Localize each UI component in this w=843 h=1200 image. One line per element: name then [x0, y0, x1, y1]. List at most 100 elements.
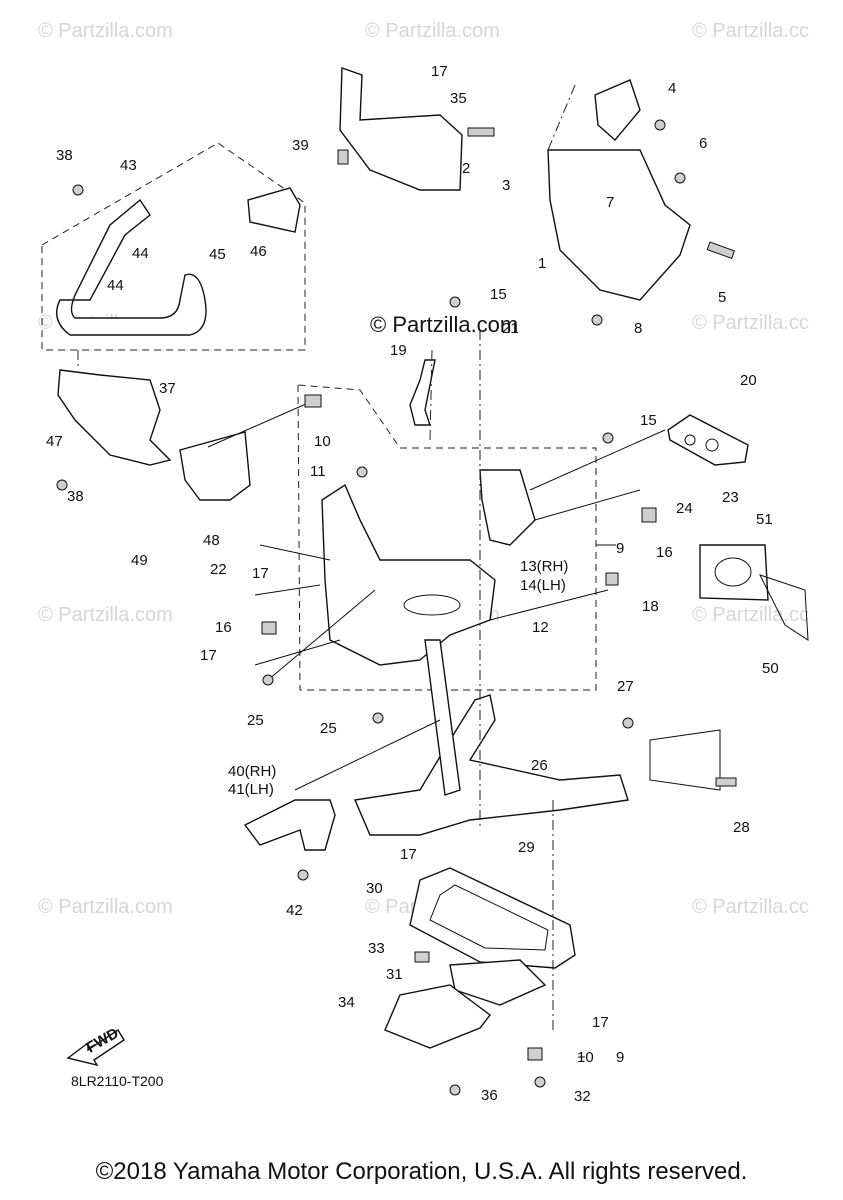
callout-41: 41(LH)	[228, 781, 274, 798]
bolt-38-bottom	[56, 479, 68, 491]
bracket-40-41	[243, 799, 336, 851]
callout-36: 36	[481, 1087, 498, 1104]
callout-13: 13(RH)	[520, 558, 568, 575]
fwd-arrow-icon: FWD	[66, 1025, 125, 1067]
plate-34	[384, 984, 491, 1049]
callout-48: 48	[203, 532, 220, 549]
callout-14: 14(LH)	[520, 577, 566, 594]
watermark: © Partzilla.com	[38, 896, 173, 918]
leader	[254, 639, 341, 666]
callout-34: 34	[338, 994, 355, 1011]
watermark: © Partzilla.cc	[692, 896, 809, 918]
callout-15-right: 15	[640, 412, 657, 429]
callout-32: 32	[574, 1088, 591, 1105]
skid-plate-30-inner	[429, 884, 549, 951]
bracket-top-right	[594, 79, 641, 142]
watermark: © Partzilla.cc	[692, 604, 809, 626]
callout-17-lower: 17	[400, 846, 417, 863]
bolt-32	[534, 1076, 546, 1088]
callout-37: 37	[159, 380, 176, 397]
callout-2: 2	[462, 160, 470, 177]
callout-20: 20	[740, 372, 757, 389]
center-oval	[403, 594, 461, 616]
bracket-47	[57, 369, 172, 466]
copyright-notice: ©2018 Yamaha Motor Corporation, U.S.A. A…	[95, 1158, 748, 1185]
clip-16-right	[641, 507, 657, 523]
callout-23: 23	[722, 489, 739, 506]
watermark: © Partzilla.cc	[692, 20, 809, 42]
callout-44-left: 44	[107, 277, 124, 294]
callout-45: 45	[209, 246, 226, 263]
callout-5: 5	[718, 289, 726, 306]
upper-cover	[339, 67, 463, 191]
frame-26-upright	[424, 639, 461, 796]
bolt-39	[337, 149, 349, 165]
leader	[267, 589, 376, 681]
leader	[294, 719, 441, 791]
watermark: © Partzilla.com	[365, 20, 500, 42]
callout-1: 1	[538, 255, 546, 272]
callout-6: 6	[699, 135, 707, 152]
callout-12: 12	[532, 619, 549, 636]
center-panel	[321, 483, 496, 666]
callout-26: 26	[531, 757, 548, 774]
diagram-code: 8LR2110-T200	[71, 1073, 164, 1089]
callout-42: 42	[286, 902, 303, 919]
clip-18	[605, 572, 619, 586]
bolt-38-top	[72, 184, 84, 196]
watermark: © Partzilla.cc	[692, 312, 809, 334]
leader	[254, 584, 321, 596]
assembly-box-43	[41, 142, 306, 351]
plate-23-hole	[705, 438, 719, 452]
leader	[529, 429, 666, 491]
bracket-46	[247, 187, 301, 233]
callout-24: 24	[676, 500, 693, 517]
nut-4	[654, 119, 666, 131]
callout-38-top: 38	[56, 147, 73, 164]
callout-38-bottom: 38	[67, 488, 84, 505]
bracket-13-14	[479, 469, 536, 546]
guard-bar	[56, 198, 207, 336]
callout-40: 40(RH)	[228, 763, 276, 780]
callout-10: 10	[314, 433, 331, 450]
clip-33	[414, 951, 430, 963]
callout-17-mid: 17	[252, 565, 269, 582]
leader	[489, 589, 609, 621]
callout-11: 11	[310, 463, 326, 480]
edge-frame-right-2	[759, 574, 809, 641]
leader	[429, 349, 433, 441]
callout-30: 30	[366, 880, 383, 897]
bracket-48	[179, 431, 251, 501]
bolt-25-bottom	[372, 712, 384, 724]
callout-43: 43	[120, 157, 137, 174]
frame-1	[547, 149, 691, 301]
bolt-25-left	[262, 674, 274, 686]
callout-21: 21	[502, 320, 519, 337]
clip-16-left	[261, 621, 277, 635]
callout-9: 9	[616, 540, 624, 557]
nut-6	[674, 172, 686, 184]
bolt-36	[449, 1084, 461, 1096]
callout-27: 27	[617, 678, 634, 695]
center-watermark: © Partzilla.com	[370, 312, 519, 337]
callout-22: 22	[210, 561, 227, 578]
callout-7: 7	[606, 194, 614, 211]
clip-10	[304, 394, 322, 408]
callout-17-top: 17	[431, 63, 448, 80]
leader	[534, 489, 641, 521]
callout-39: 39	[292, 137, 309, 154]
callout-28: 28	[733, 819, 750, 836]
bolt-11	[356, 466, 368, 478]
edge-frame-right	[649, 729, 721, 791]
plate-23-hole	[684, 434, 696, 446]
callout-47: 47	[46, 433, 63, 450]
callout-9-bottom: 9	[616, 1049, 624, 1066]
skid-plate-30	[409, 867, 576, 969]
callout-44-right: 44	[132, 245, 149, 262]
callout-15-top: 15	[490, 286, 507, 303]
plate-51	[699, 544, 769, 601]
bolt-15-right	[602, 432, 614, 444]
callout-17-bottom: 17	[592, 1014, 609, 1031]
watermark: © Partzilla.com	[38, 20, 173, 42]
